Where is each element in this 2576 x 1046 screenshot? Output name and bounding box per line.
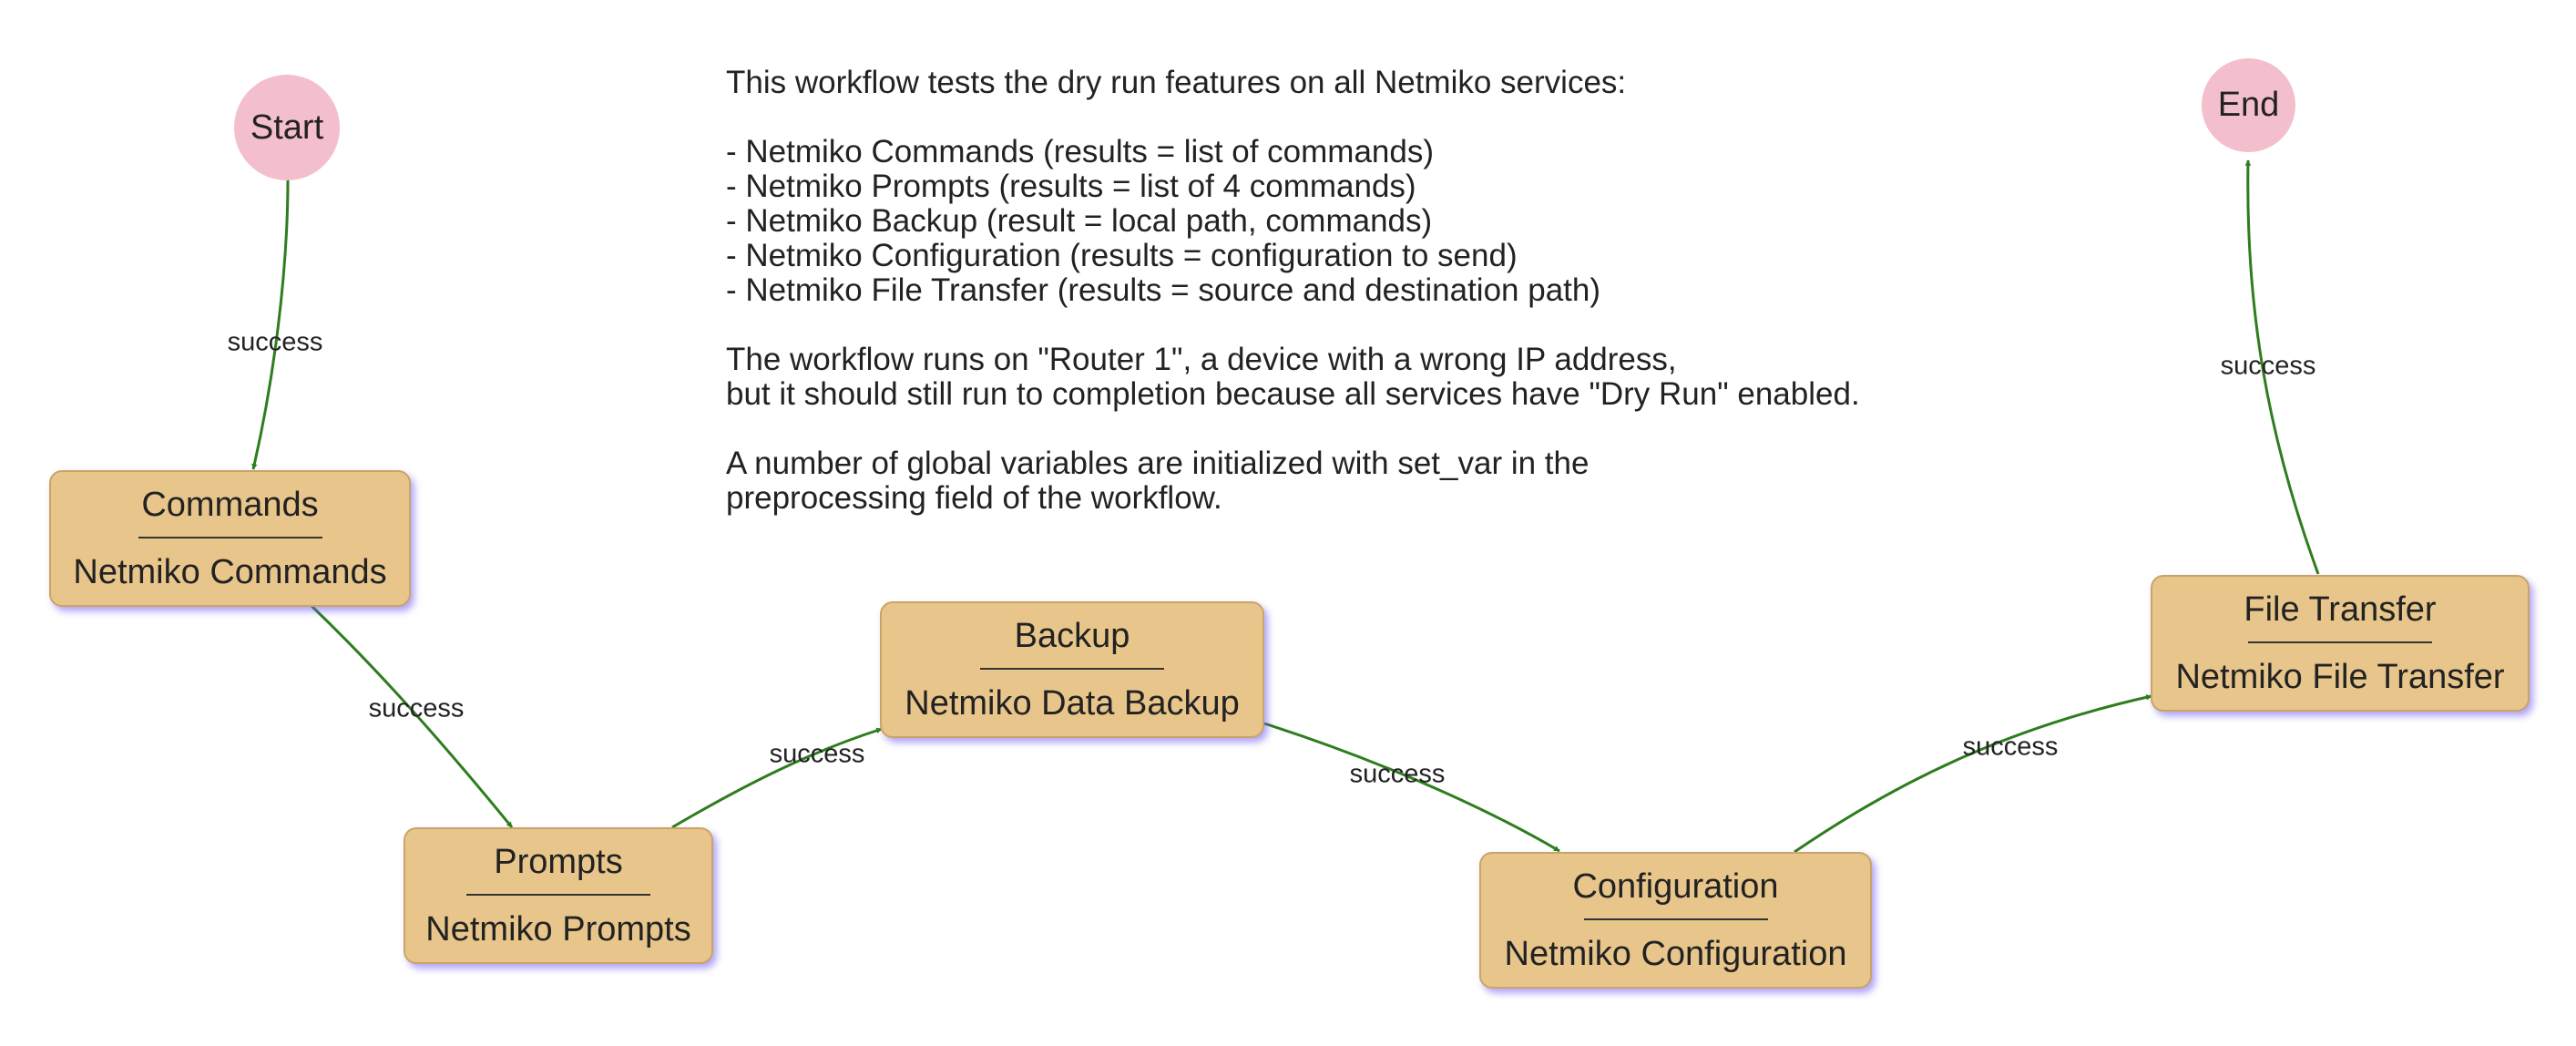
edge-prompts-backup[interactable] — [671, 727, 883, 829]
node-divider — [138, 537, 322, 538]
node-type: Netmiko Prompts — [425, 910, 691, 949]
edge-backup-configuration[interactable] — [1263, 722, 1560, 853]
configuration-node[interactable]: Configuration Netmiko Configuration — [1479, 852, 1872, 989]
edge-label-backup-configuration: success — [1349, 759, 1446, 789]
node-type: Netmiko Commands — [73, 553, 387, 591]
node-divider — [2248, 641, 2432, 643]
edge-label-start-commands: success — [227, 327, 323, 357]
commands-node[interactable]: Commands Netmiko Commands — [49, 470, 411, 607]
edge-label-configuration-file-transfer: success — [1962, 732, 2059, 762]
node-title: Backup — [1014, 617, 1130, 655]
edge-label-commands-prompts: success — [368, 693, 465, 723]
file-transfer-node[interactable]: File Transfer Netmiko File Transfer — [2151, 575, 2530, 712]
edge-configuration-file-transfer[interactable] — [1794, 694, 2152, 854]
edge-label-file-transfer-end: success — [2220, 351, 2316, 381]
node-divider — [466, 894, 650, 896]
edge-commands-prompts[interactable] — [310, 604, 514, 828]
backup-node[interactable]: Backup Netmiko Data Backup — [880, 601, 1264, 738]
edge-start-commands[interactable] — [251, 179, 290, 470]
prompts-node[interactable]: Prompts Netmiko Prompts — [404, 827, 713, 964]
node-type: Netmiko Configuration — [1504, 935, 1847, 973]
workflow-description: This workflow tests the dry run features… — [726, 65, 1860, 516]
node-title: Configuration — [1572, 867, 1779, 906]
edge-label-prompts-backup: success — [769, 739, 865, 769]
node-type: Netmiko Data Backup — [905, 684, 1240, 723]
node-type: Netmiko File Transfer — [2175, 658, 2505, 696]
node-title: Prompts — [494, 843, 623, 881]
node-divider — [980, 668, 1164, 670]
node-divider — [1583, 918, 1768, 920]
node-title: File Transfer — [2244, 590, 2437, 629]
node-title: Commands — [141, 486, 319, 524]
edge-file-transfer-end[interactable] — [2244, 159, 2320, 575]
end-node[interactable]: End — [2202, 58, 2295, 152]
start-node[interactable]: Start — [234, 75, 340, 180]
